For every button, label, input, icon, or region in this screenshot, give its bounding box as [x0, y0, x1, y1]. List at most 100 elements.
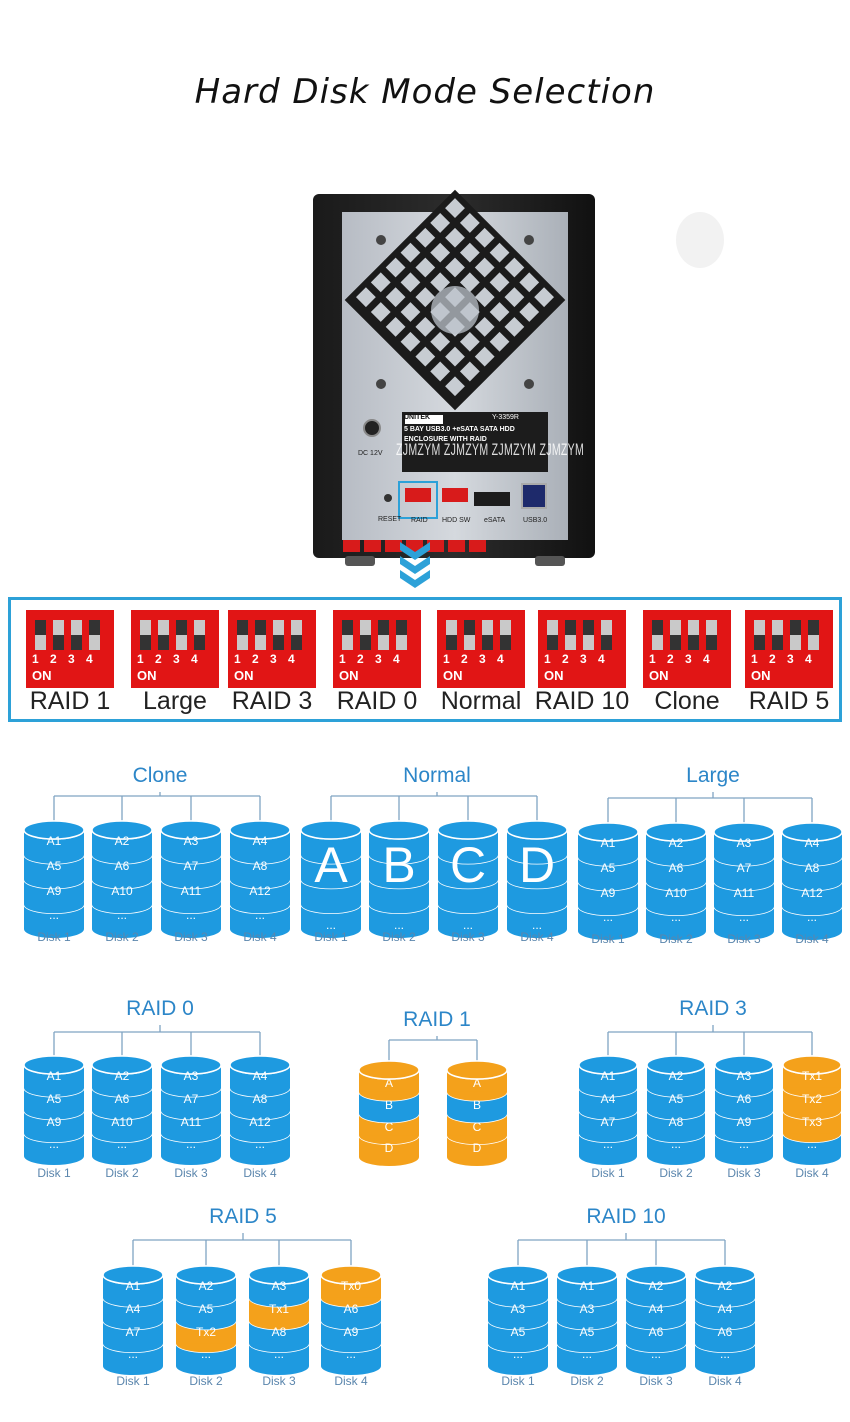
disk-row-text: A2	[114, 1069, 130, 1083]
disk-label: Disk 3	[262, 1374, 296, 1388]
disk-row-text: A2	[648, 1279, 664, 1293]
disk-label: Disk 4	[243, 1166, 277, 1180]
diagram-title: RAID 1	[403, 1008, 471, 1031]
dip-lever	[35, 620, 46, 650]
disk-row-text: ...	[325, 918, 336, 932]
disk-row-text: A6	[736, 1091, 752, 1106]
disk-cylinder	[625, 1265, 687, 1375]
disk-row-text: A2	[717, 1279, 733, 1293]
disk-row-text: ...	[602, 910, 613, 925]
disk-row-text: C	[384, 1119, 394, 1134]
disk-row-text: ...	[650, 1347, 661, 1362]
disk-label: Disk 2	[659, 932, 693, 946]
switch-digits: 1 2 3 4	[544, 652, 609, 666]
disk-cylinder	[229, 820, 291, 938]
switch-mode-name: RAID 0	[336, 687, 418, 715]
disk-cylinder	[713, 822, 775, 940]
dip-lever	[396, 620, 407, 650]
disk-label: Disk 4	[243, 930, 277, 944]
diagram-title: Normal	[403, 764, 471, 787]
disk-row-text: A6	[717, 1324, 733, 1339]
disk-row-text: A1	[46, 834, 62, 848]
switch-digits: 1 2 3 4	[234, 652, 299, 666]
dip-lever	[158, 620, 169, 650]
switch-mode-name: Normal	[440, 687, 522, 715]
disk-cylinder	[160, 820, 222, 938]
disk-row-text: A8	[271, 1324, 287, 1339]
dip-lever	[772, 620, 783, 650]
dip-lever	[706, 620, 717, 650]
disk-row-text: A4	[804, 836, 820, 850]
disk-row-text: A5	[600, 860, 616, 875]
hdd-switch	[442, 488, 468, 502]
disk-row-text: Tx3	[801, 1114, 822, 1129]
switch-on-label: ON	[32, 668, 52, 683]
dip-lever	[688, 620, 699, 650]
dip-lever	[71, 620, 82, 650]
disk-row-text: A8	[252, 858, 268, 873]
dip-lever	[342, 620, 353, 650]
disk-label: Disk 2	[105, 1166, 139, 1180]
disk-row-text: A7	[125, 1324, 141, 1339]
switch-mode-name: RAID 1	[29, 687, 111, 715]
usb-label: USB3.0	[523, 517, 548, 524]
switch-mode-name: Large	[143, 687, 207, 715]
disk-cylinder	[646, 1055, 706, 1165]
disk-row-text: A2	[668, 836, 684, 850]
disk-row-text: ...	[116, 908, 127, 923]
disk-row-text: A6	[668, 860, 684, 875]
raid-switch-box-highlight	[398, 481, 438, 519]
raid-port-label: RAID	[411, 517, 428, 524]
disk-row-text: A10	[111, 883, 133, 898]
switch-mode-name: RAID 3	[231, 687, 313, 715]
disk-row-text: A12	[249, 1114, 271, 1129]
hdd-sw-label: HDD SW	[442, 517, 471, 524]
disk-row-text: Tx1	[268, 1301, 289, 1316]
disk-row-text: A1	[510, 1279, 526, 1293]
disk-row-text: Tx2	[801, 1091, 822, 1106]
disk-row-text: ...	[273, 1347, 284, 1362]
disk-label: Disk 4	[334, 1374, 368, 1388]
dip-lever	[237, 620, 248, 650]
disk-label: Disk 1	[501, 1374, 535, 1388]
diagram-title: RAID 5	[209, 1205, 277, 1228]
disk-row-text: A3	[183, 1069, 199, 1083]
switch-digits: 1 2 3 4	[339, 652, 404, 666]
disk-label: Disk 2	[382, 930, 416, 944]
switch-mode-name: RAID 5	[748, 687, 830, 715]
disk-row-text: A3	[510, 1301, 526, 1316]
page-title: Hard Disk Mode Selection	[194, 72, 656, 112]
dip-lever	[601, 620, 612, 650]
dip-lever	[565, 620, 576, 650]
label-brand: UNITEK	[404, 414, 431, 421]
dip-lever	[255, 620, 266, 650]
disk-row-text: A12	[249, 883, 271, 898]
dc-label: DC 12V	[358, 450, 383, 457]
disk-row-text: A8	[804, 860, 820, 875]
disk-row-text: A	[384, 1076, 393, 1090]
disk-row-text: Tx0	[340, 1279, 361, 1293]
switch-on-label: ON	[137, 668, 157, 683]
disk-cylinder	[368, 820, 430, 938]
disk-label: Disk 1	[116, 1374, 150, 1388]
label-line-1: 5 BAY USB3.0 +eSATA SATA HDD	[404, 426, 515, 433]
disk-label: Disk 2	[570, 1374, 604, 1388]
dip-lever	[140, 620, 151, 650]
disk-cylinder	[358, 1060, 420, 1166]
dip-lever	[89, 620, 100, 650]
disk-row-text: ...	[393, 918, 404, 932]
disk-row-text: ...	[127, 1347, 138, 1362]
disk-cylinder	[91, 820, 153, 938]
disk-row-text: A3	[736, 836, 752, 850]
disk-row-text: ...	[48, 1137, 59, 1152]
down-arrow-icon	[400, 542, 430, 588]
disk-row-text: ...	[806, 1137, 817, 1152]
disk-row-text: ...	[48, 908, 59, 923]
disk-cylinder	[645, 822, 707, 940]
dip-lever	[378, 620, 389, 650]
disk-row-text: A6	[343, 1301, 359, 1316]
